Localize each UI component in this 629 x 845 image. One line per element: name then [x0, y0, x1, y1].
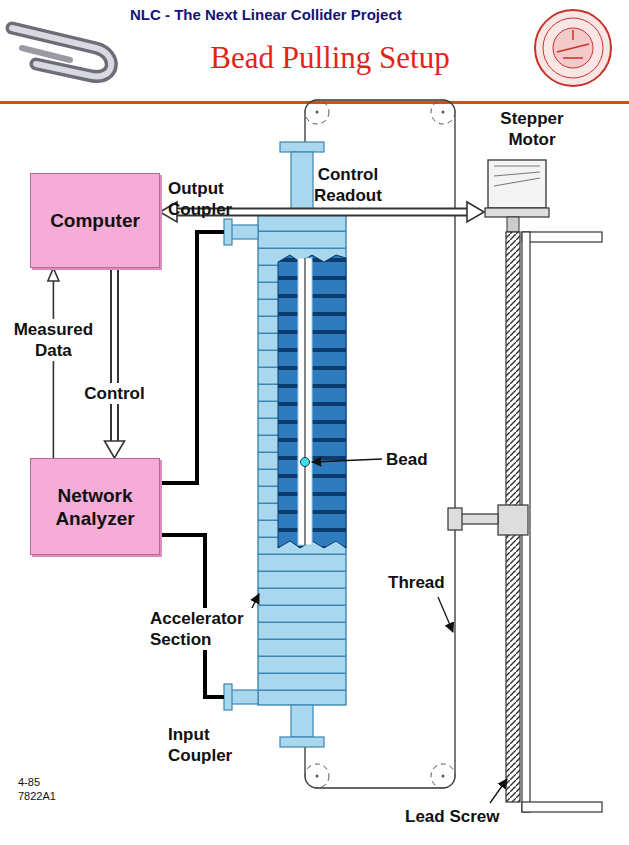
frame-arm: [522, 802, 602, 812]
seal-ring: [543, 18, 603, 78]
output-coupler-flange: [224, 219, 232, 245]
drawing-date: 4-85: [18, 776, 40, 789]
beam-channel: [298, 258, 312, 545]
bottom-neck: [291, 705, 313, 737]
pulley: [431, 764, 455, 788]
node-text: Stepper Motor: [486, 108, 578, 150]
thread-clamp: [448, 508, 462, 530]
motor-coupling: [507, 217, 519, 232]
pulley-axle: [442, 775, 445, 778]
stepper-motor: Stepper Motor: [484, 108, 580, 232]
pulley-axle: [442, 111, 445, 114]
lab-seal: [535, 10, 611, 86]
logo-pipe-highlight: [12, 28, 111, 76]
edge-label: Measured Data: [9, 319, 97, 361]
part-label: Output Coupler: [168, 178, 250, 220]
top-flange: [280, 142, 324, 152]
analyzer-box: Network Analyzer: [30, 458, 160, 555]
pulley: [431, 100, 455, 124]
arrowhead: [48, 268, 59, 281]
pulley-axle: [316, 775, 319, 778]
edge-label: Control: [82, 383, 146, 404]
logo-pipe: [12, 28, 111, 76]
connector-outline: [110, 268, 119, 441]
signal-arrow: [48, 268, 59, 458]
cutaway-cells: [278, 255, 346, 548]
accelerator-body: [258, 215, 346, 705]
motor-detail: [494, 166, 540, 186]
connector-line: [53, 281, 55, 458]
top-neck: [291, 152, 313, 215]
seal-center: [553, 28, 593, 68]
node-text: Network Analyzer: [39, 484, 151, 530]
pulley: [305, 100, 329, 124]
drawing-number: 7822A1: [18, 790, 56, 803]
thread-in-channel: [304, 258, 305, 545]
motor-body: [488, 160, 546, 208]
connector-core: [112, 268, 117, 441]
project-header: NLC - The Next Linear Collider Project: [130, 6, 402, 24]
frame-arm: [522, 232, 602, 242]
leader-line: [438, 597, 453, 632]
pulley-axle: [316, 111, 319, 114]
screw-nut: [498, 505, 528, 535]
part-label: Lead Screw: [405, 806, 500, 827]
pulley: [305, 764, 329, 788]
arrowhead: [467, 202, 484, 222]
part-label: Bead: [386, 449, 428, 470]
header-rule: [0, 101, 629, 104]
logo-ribbon: [22, 48, 70, 60]
leader-line: [312, 459, 382, 462]
computer-box: Computer: [30, 173, 160, 268]
part-label: Thread: [388, 572, 445, 593]
bead: [301, 458, 310, 467]
rf-cable: [160, 232, 224, 483]
input-coupler-flange: [224, 684, 232, 710]
edge-label: Control Readout: [306, 164, 390, 206]
signal-arrow: [105, 268, 125, 458]
arrowhead: [105, 441, 125, 458]
seal-emblem: [557, 30, 589, 58]
leader-line: [490, 779, 507, 803]
bottom-flange: [280, 737, 324, 747]
motor-base: [485, 208, 549, 217]
node-text: Computer: [50, 209, 140, 232]
page-title: Bead Pulling Setup: [130, 40, 530, 76]
part-label: Input Coupler: [168, 724, 250, 766]
part-label: Accelerator Section: [150, 608, 254, 650]
